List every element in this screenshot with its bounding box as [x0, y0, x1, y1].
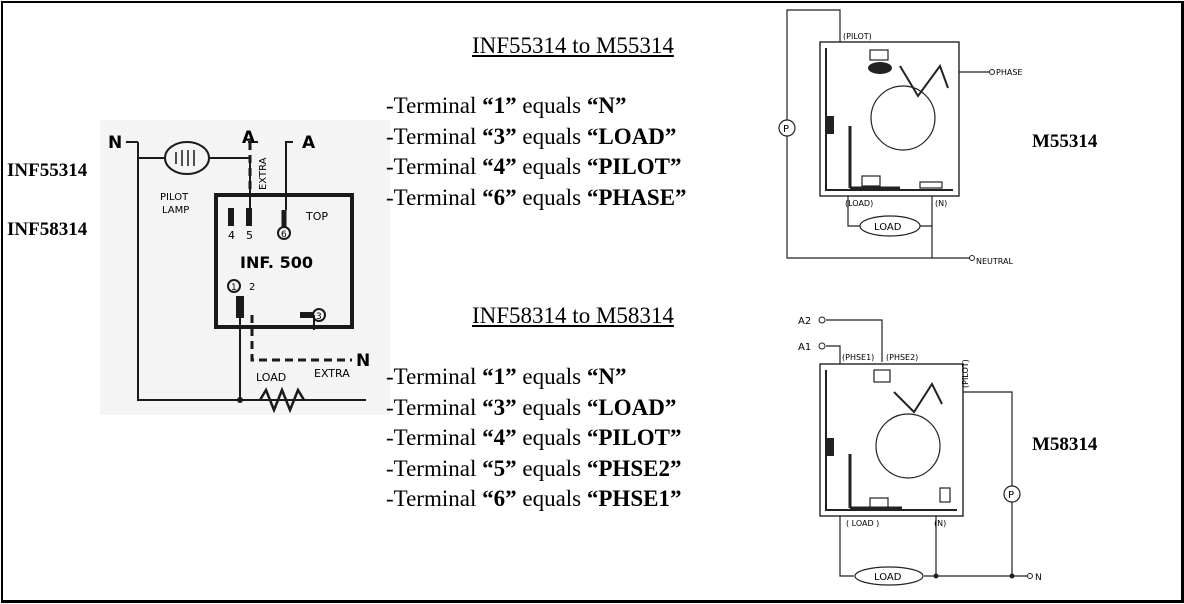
m58314-n-terminal-label: (N) [934, 519, 946, 528]
m55314-phase-label: PHASE [996, 68, 1022, 77]
m58314-phse1-label: (PHSE1) [842, 353, 874, 362]
section1-terminal-list: -Terminal “1” equals “N” -Terminal “3” e… [386, 91, 687, 213]
pilot-label: PILOT [160, 192, 189, 203]
terminal-5-label: 5 [246, 229, 253, 242]
m58314-a2-label: A2 [798, 316, 811, 327]
load-label: LOAD [256, 371, 286, 384]
extra-vertical-label: EXTRA [258, 157, 269, 190]
m55314-p-symbol: P [783, 124, 789, 135]
n-right-label: N [356, 351, 370, 371]
m55314-n-terminal-label: (N) [935, 199, 947, 208]
section1-row: -Terminal “4” equals “PILOT” [386, 154, 682, 179]
m55314-pilot-label: (PILOT) [843, 32, 872, 41]
side-tag-inf55314: INF55314 [7, 160, 88, 181]
m58314-p-symbol: P [1008, 490, 1014, 501]
section2-row: -Terminal “4” equals “PILOT” [386, 425, 682, 450]
terminal-2-label: 2 [249, 282, 255, 293]
m58314-phse2-label: (PHSE2) [886, 353, 918, 362]
model-label: INF. 500 [240, 253, 313, 272]
m55314-wiring-diagram: P (PILOT) PHASE (LOAD) (N) LOAD NEUTRAL [778, 9, 1022, 266]
inf500-wiring-diagram: N A A EXTRA PILOT LAMP 4 5 6 TOP INF. 50… [100, 120, 390, 415]
m55314-load-label: LOAD [874, 222, 902, 233]
section2-row: -Terminal “5” equals “PHSE2” [386, 455, 682, 481]
section1-row: -Terminal “6” equals “PHASE” [386, 184, 687, 210]
section2-terminal-list: -Terminal “1” equals “N” -Terminal “3” e… [386, 362, 681, 515]
section2-title: INF58314 to M58314 [472, 303, 674, 328]
top-label: TOP [305, 210, 328, 223]
terminal-6-label: 6 [281, 230, 287, 240]
m55314-neutral-label: NEUTRAL [976, 257, 1013, 266]
section2-row: -Terminal “3” equals “LOAD” [386, 394, 677, 420]
terminal-4-label: 4 [228, 229, 235, 242]
a-left-label: A [242, 128, 256, 148]
m55314-model-tag: M55314 [1032, 131, 1098, 152]
a-right-label: A [302, 133, 316, 153]
side-tag-inf58314: INF58314 [7, 219, 88, 240]
m58314-wiring-diagram: P A2 A1 (PHSE1) (PHSE2) (PILOT) ( LOAD )… [798, 316, 1042, 586]
terminal-1-label: 1 [231, 283, 237, 293]
section1-title: INF55314 to M55314 [472, 33, 674, 58]
m58314-load-terminal-label: ( LOAD ) [846, 519, 879, 528]
m58314-n-label: N [1035, 573, 1042, 583]
n-top-label: N [108, 133, 122, 153]
extra-bottom-label: EXTRA [314, 367, 350, 380]
m55314-load-terminal-label: (LOAD) [845, 199, 873, 208]
m58314-load-label: LOAD [874, 572, 902, 583]
section1-row: -Terminal “3” equals “LOAD” [386, 123, 677, 149]
section1-row: -Terminal “1” equals “N” [386, 93, 627, 118]
diagram-background [100, 120, 390, 415]
m58314-a1-label: A1 [798, 342, 811, 353]
lamp-label: LAMP [162, 205, 189, 216]
section2-row: -Terminal “1” equals “N” [386, 364, 627, 389]
section2-row: -Terminal “6” equals “PHSE1” [386, 486, 682, 511]
m58314-pilot-label: (PILOT) [961, 359, 970, 388]
m58314-model-tag: M58314 [1032, 434, 1098, 455]
terminal-3-label: 3 [316, 312, 322, 322]
